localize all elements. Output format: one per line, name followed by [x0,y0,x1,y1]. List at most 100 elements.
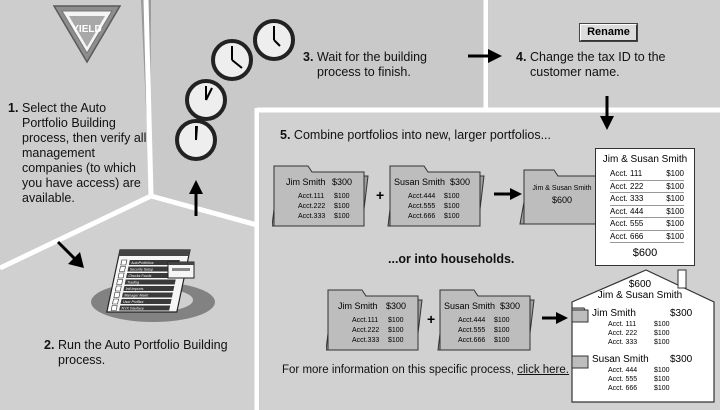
software-menu-checkbox [110,305,118,311]
combined-sheet-row: Acct. 555 $100 [610,218,684,231]
hfolder-jim-amt-3: $100 [388,337,404,344]
arrow-step3-to-step4 [468,49,502,63]
software-menu-item [123,286,175,291]
software-menu-item [126,273,178,278]
household-susan-amt-3: $100 [654,385,670,392]
software-menu-item [127,266,179,272]
household-susan-acct-1: Acct. 444 [608,367,637,374]
household-name: Jim & Susan Smith [598,290,682,301]
combined-sheet-amt: $100 [666,169,684,178]
combined-sheet-row: Acct. 444 $100 [610,206,684,218]
plus-sign: + [427,311,435,327]
portfolio-combine-row: Jim Smith $300 Acct.111 $100 Acct.222 $1… [272,165,605,227]
hfolder-susan-acct-3: Acct.666 [458,337,485,344]
clock-icon [185,79,227,121]
household-total: $600 [629,279,652,290]
step-4-text: 4. Change the tax ID to the customer nam… [516,50,712,80]
hfolder-susan-amt-3: $100 [494,337,510,344]
folder-jim-smith: Jim Smith $300 Acct.111 $100 Acct.222 $1… [272,165,369,227]
household-member-susan: Susan Smith $300 Acct. 444 $100 Acct. 55… [571,354,693,392]
folder-susan-smith: Susan Smith $300 Acct.444 $100 Acct.555 … [387,165,485,227]
folder-susan-smith-household: Susan Smith $300 Acct.444 $100 Acct.555 … [437,289,535,351]
yield-sign-label: YIELD [72,24,101,35]
software-menu-label: Checks Feeds [128,274,152,278]
combined-sheet-amt: $100 [666,219,684,228]
household-susan-acct-3: Acct. 666 [608,385,637,392]
household-jim-name: Jim Smith [592,308,636,319]
combined-sheet-acct: Acct. 333 [610,194,644,203]
step-4-description: Change the tax ID to the customer name. [530,50,666,79]
software-menu-label: User Profiles [122,300,144,304]
software-menu-item [120,299,172,304]
household-susan-acct-2: Acct. 555 [608,376,637,383]
folder-susan-name: Susan Smith [394,177,445,187]
software-menu-label: AutoPortfolios [131,261,154,265]
step-3-text: 3. Wait for the building process to fini… [303,50,473,80]
hfolder-susan-amt-1: $100 [494,317,510,324]
combined-sheet-amt: $100 [666,231,684,241]
step-5-description: Combine portfolios into new, larger port… [293,128,551,142]
household-jim-acct-3: Acct. 333 [608,339,637,346]
folder-susan-amt-3: $100 [444,213,460,220]
hfolder-susan-total: $300 [500,301,520,311]
software-menu-checkbox [117,272,125,279]
household-house-icon: $600 Jim & Susan Smith Jim Smith $300 Ac… [571,269,715,403]
hfolder-susan-name: Susan Smith [444,301,495,311]
folder-combined: Jim & Susan Smith $600 [519,169,605,225]
software-menu-checkbox [116,279,124,285]
rename-button[interactable]: Rename [579,23,638,42]
folder-susan-acct-1: Acct.444 [408,193,435,200]
combined-sheet-row: Acct. 111$100 [610,168,684,181]
folder-jim-total: $300 [332,177,352,187]
arrow-step2-to-step3 [189,180,203,216]
folder-jim-smith-household: Jim Smith $300 Acct.111 $100 Acct.222 $1… [326,289,423,351]
more-info-text: For more information on this specific pr… [282,363,569,378]
software-menu-label: NYX Interface [121,307,144,311]
software-menu-checkbox [119,266,126,272]
step-5-text: 5. Combine portfolios into new, larger p… [280,128,600,143]
clock-icon [175,119,217,161]
hfolder-jim-acct-3: Acct.333 [352,337,379,344]
click-here-link[interactable]: click here. [517,364,569,376]
folder-susan-total: $300 [450,177,470,187]
step-2-description: Run the Auto Portfolio Building process. [58,338,228,367]
yield-sign-icon: YIELD [52,5,122,64]
combined-sheet-total: $600 [632,247,658,259]
arrow-to-household [542,312,568,324]
step-4-number: 4. [516,50,527,64]
combined-sheet-name: Jim & Susan Smith [602,154,688,165]
combined-sheet-acct: Acct. 555 [610,219,644,228]
folder-susan-amt-1: $100 [444,193,460,200]
household-susan-amt-2: $100 [654,376,670,383]
clock-icon [211,39,253,81]
step-5-number: 5. [280,128,291,142]
hfolder-susan-acct-2: Acct.555 [458,327,485,334]
combined-sheet-amt: $100 [666,194,684,203]
hfolder-jim-acct-2: Acct.222 [352,327,379,334]
clock-icon [253,19,295,61]
panel-step-4 [489,0,720,108]
combined-sheet-acct: Acct. 444 [610,206,644,216]
software-menu-label: Trading [127,281,140,285]
folder-jim-acct-2: Acct.222 [298,203,325,210]
combined-sheet-row: Acct. 666 $100 [610,231,684,243]
household-jim-acct-2: Acct. 222 [608,330,637,337]
combined-sheet-row: Acct. 222$100 [610,181,684,193]
combined-sheet-acct: Acct. 666 [610,231,644,241]
household-jim-total: $300 [670,308,693,319]
clocks-group [175,19,295,161]
or-households-text: ...or into households. [388,252,515,266]
folder-jim-name: Jim Smith [286,177,326,187]
folder-susan-acct-3: Acct.666 [408,213,435,220]
combined-sheet-amt: $100 [666,206,684,216]
hfolder-jim-name: Jim Smith [338,301,378,311]
hfolder-jim-total: $300 [386,301,406,311]
step-1-description: Select the Auto Portfolio Building proce… [22,101,147,205]
household-member-jim: Jim Smith $300 Acct. 111 $100 Acct. 222 … [571,307,693,346]
folder-jim-amt-1: $100 [334,193,350,200]
plus-sign: + [376,187,384,203]
household-jim-amt-1: $100 [654,321,670,328]
